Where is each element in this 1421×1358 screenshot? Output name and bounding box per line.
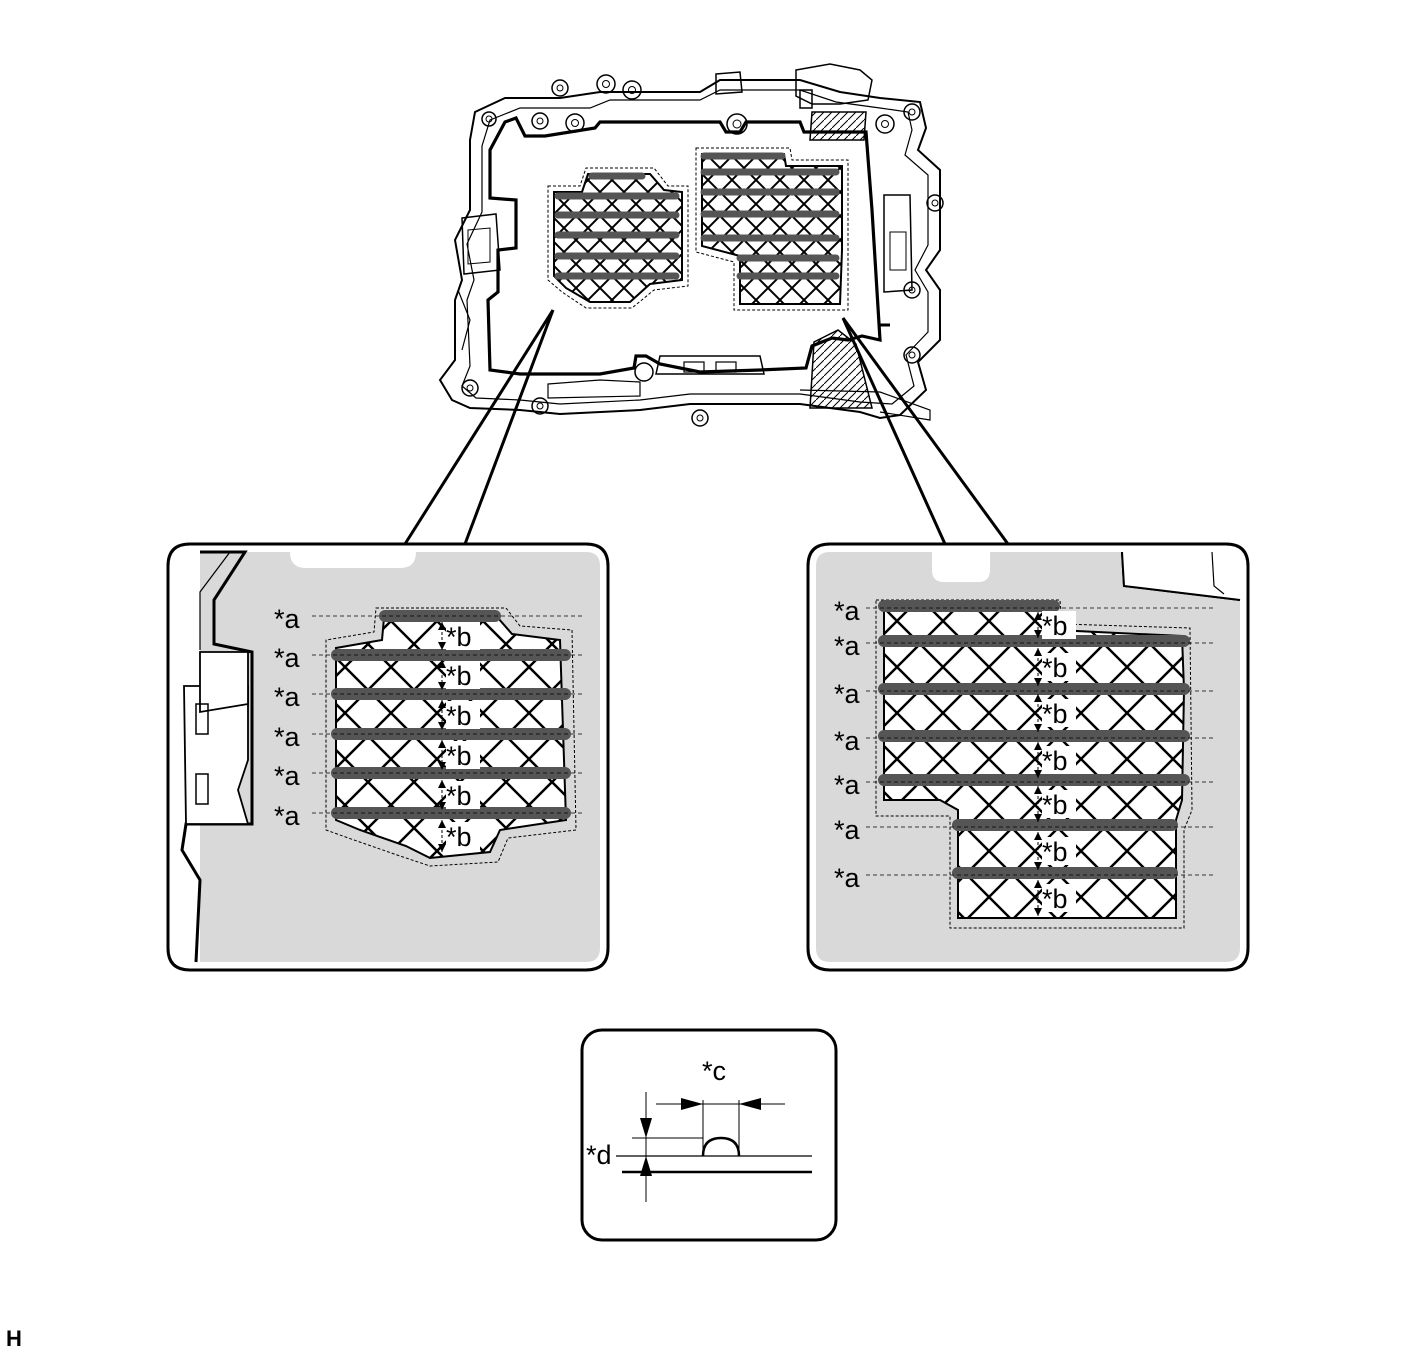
label-a: *a bbox=[274, 761, 301, 791]
label-a: *a bbox=[274, 682, 301, 712]
left-b-dimension-marks: *b *b *b *b *b *b bbox=[438, 622, 480, 852]
label-b: *b bbox=[446, 701, 472, 731]
left-detail-panel: *b *b *b *b *b *b *a *a *a *a *a *a bbox=[166, 542, 610, 972]
label-b: *b bbox=[1042, 790, 1068, 820]
label-b: *b bbox=[1042, 611, 1068, 641]
label-a: *a bbox=[834, 631, 861, 661]
hatched-block-bottom bbox=[809, 329, 873, 409]
label-a: *a bbox=[834, 770, 861, 800]
right-sealant-beads bbox=[878, 600, 1190, 879]
housing-overview bbox=[438, 63, 944, 427]
b-dimension: *b bbox=[1034, 832, 1076, 870]
b-dimension: *b bbox=[1034, 611, 1076, 641]
label-a: *a bbox=[834, 679, 861, 709]
label-a: *a bbox=[834, 596, 861, 626]
label-a: *a bbox=[834, 815, 861, 845]
label-b: *b bbox=[1042, 653, 1068, 683]
b-dimension: *b bbox=[438, 622, 480, 652]
label-a: *a bbox=[274, 643, 301, 673]
label-b: *b bbox=[1042, 746, 1068, 776]
label-b: *b bbox=[1042, 699, 1068, 729]
label-b: *b bbox=[446, 661, 472, 691]
label-b: *b bbox=[446, 822, 472, 852]
b-dimension: *b bbox=[438, 660, 480, 691]
left-a-leaders bbox=[312, 615, 585, 814]
label-b: *b bbox=[1042, 884, 1068, 914]
label-b: *b bbox=[446, 622, 472, 652]
right-b-dimension-marks: *b *b *b *b *b *b *b bbox=[1034, 611, 1076, 916]
label-a: *a bbox=[274, 604, 301, 634]
label-a: *a bbox=[834, 863, 861, 893]
b-dimension: *b bbox=[1034, 786, 1076, 822]
corner-mark: H bbox=[6, 1326, 22, 1351]
b-dimension: *b bbox=[438, 700, 480, 731]
label-d: *d bbox=[586, 1140, 612, 1170]
hatched-block-top bbox=[809, 111, 867, 141]
b-dimension: *b bbox=[1034, 694, 1076, 732]
right-a-labels: *a *a *a *a *a *a *a bbox=[834, 596, 861, 893]
label-a: *a bbox=[274, 801, 301, 831]
label-c: *c bbox=[702, 1056, 726, 1086]
label-b: *b bbox=[446, 781, 472, 811]
label-b: *b bbox=[446, 741, 472, 771]
bead-section-detail: *c *d bbox=[580, 1028, 838, 1242]
label-a: *a bbox=[274, 722, 301, 752]
left-a-labels: *a *a *a *a *a *a bbox=[274, 604, 301, 831]
right-a-leaders bbox=[866, 607, 1214, 876]
label-b: *b bbox=[1042, 837, 1068, 867]
detail-leader-lines bbox=[403, 309, 1010, 545]
b-dimension: *b bbox=[438, 740, 480, 771]
b-dimension: *b bbox=[1034, 648, 1076, 686]
right-detail-panel: *b *b *b *b *b *b *b *a *a *a *a *a *a *a bbox=[806, 542, 1250, 972]
b-dimension: *b bbox=[1034, 742, 1076, 778]
b-dimension: *b bbox=[438, 820, 480, 852]
overview-right-mesh bbox=[695, 147, 849, 311]
label-a: *a bbox=[834, 726, 861, 756]
b-dimension: *b bbox=[438, 780, 480, 811]
overview-left-mesh bbox=[547, 167, 689, 309]
b-dimension: *b bbox=[1034, 880, 1076, 916]
